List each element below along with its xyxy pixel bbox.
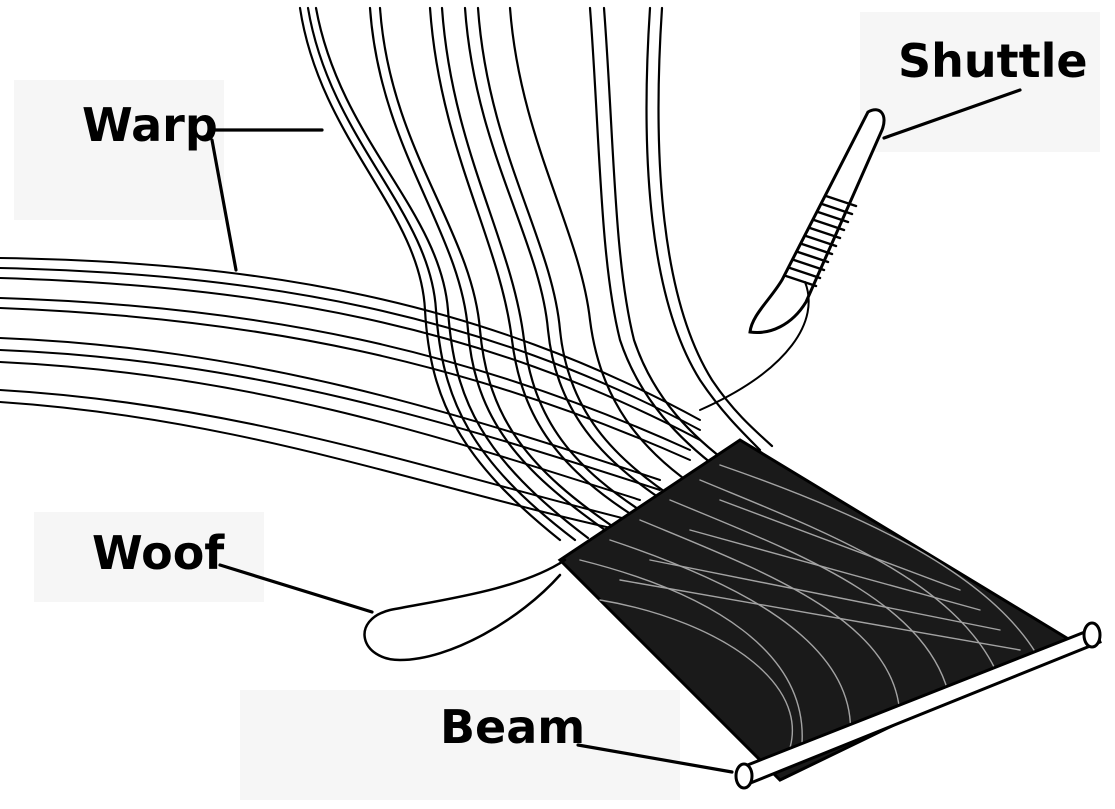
beam-label: Beam [440, 700, 586, 754]
woof-label-backdrop [34, 512, 264, 602]
beam-label-backdrop [240, 690, 680, 800]
warp-leader-line-2 [210, 138, 238, 272]
warp-label: Warp [82, 98, 218, 152]
shuttle-label: Shuttle [898, 34, 1088, 88]
upper-warp-threads [298, 6, 774, 542]
shuttle-drawing [699, 108, 886, 411]
woof-loop [363, 558, 567, 662]
beam-leader-line [576, 743, 734, 774]
woof-label: Woof [92, 526, 225, 580]
woven-cloth [557, 438, 1074, 782]
woof-leader-line [218, 563, 374, 614]
shuttle-leader-line [882, 88, 1022, 140]
warp-label-backdrop [14, 80, 224, 220]
beam-rod [734, 621, 1102, 790]
leader-lines [210, 88, 1022, 774]
shuttle-label-backdrop [860, 12, 1100, 152]
